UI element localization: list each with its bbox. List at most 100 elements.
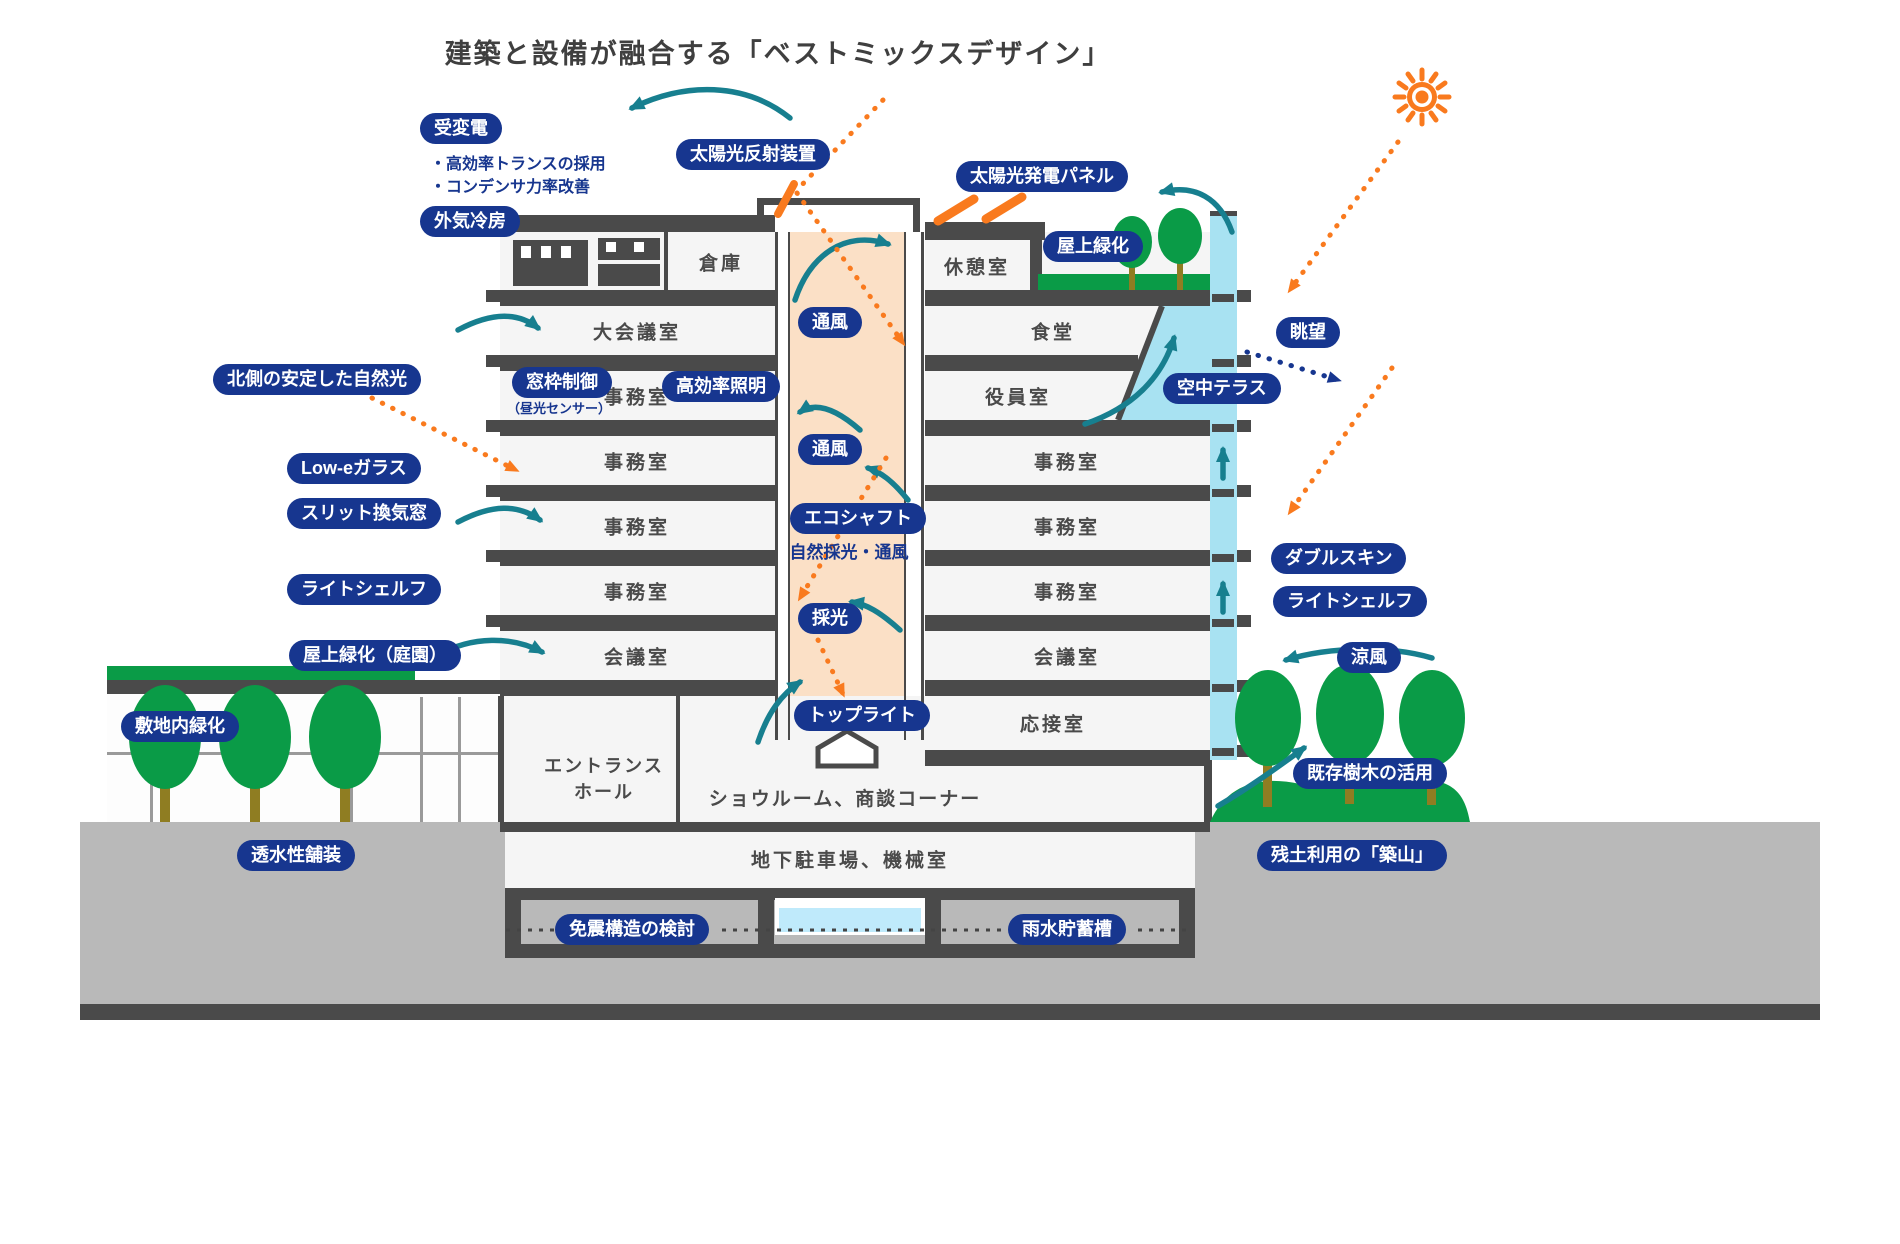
double-skin-cap: [1210, 211, 1237, 216]
floor-slab: [925, 222, 1045, 240]
label-solar-panel: 太陽光発電パネル: [956, 161, 1128, 192]
label-outside-air-cooling: 外気冷房: [420, 206, 520, 237]
label-rooftop-garden: 屋上緑化（庭園）: [289, 640, 461, 671]
sun-icon: [1392, 67, 1452, 127]
hvac-vent: [606, 242, 616, 252]
label-existing-trees: 既存樹木の活用: [1293, 758, 1447, 789]
label-double-skin: ダブルスキン: [1271, 543, 1407, 574]
floor-slab: [500, 615, 775, 631]
floor-slab: [925, 550, 1210, 566]
podium-wall: [498, 696, 504, 822]
room-cafeteria: 食堂: [1030, 322, 1076, 344]
room-office: 事務室: [1033, 452, 1101, 474]
note-natural-light-vent: 自然採光・通風: [789, 543, 909, 562]
basement-room: [505, 832, 1195, 888]
label-light-shelf-right: ライトシェルフ: [1273, 586, 1427, 617]
floor-slab: [925, 750, 1210, 766]
basement-column: [925, 900, 941, 946]
floor-slab: [500, 290, 775, 306]
label-sky-terrace: 空中テラス: [1163, 373, 1281, 404]
rainwater-tank-water: [779, 908, 921, 932]
penthouse-post: [913, 198, 920, 232]
label-site-greening: 敷地内緑化: [121, 711, 239, 742]
basement-column: [505, 900, 521, 946]
note-showroom: ショウルーム、商談コーナー: [708, 789, 982, 810]
label-ventilation-1: 通風: [798, 307, 862, 338]
floor-slab: [925, 420, 1210, 436]
entrance-wall: [676, 696, 680, 822]
label-rooftop-green: 屋上緑化: [1043, 231, 1143, 262]
shaft-wall: [775, 232, 778, 740]
facade-ticks-left: [486, 290, 500, 696]
note-entrance-1: エントランス: [544, 756, 664, 776]
label-permeable-pavement: 透水性舗装: [237, 840, 355, 871]
room-office: 事務室: [603, 517, 671, 539]
annex-column: [458, 697, 461, 822]
room-conference: 会議室: [1033, 647, 1101, 669]
label-efficient-lighting: 高効率照明: [662, 371, 780, 402]
label-mound: 残土利用の「築山」: [1257, 840, 1447, 871]
label-power-receiving: 受変電: [420, 113, 502, 144]
shaft-wall: [921, 232, 924, 740]
label-daylighting: 採光: [798, 603, 862, 634]
ground-base-line: [80, 1004, 1820, 1020]
storage-wall: [664, 232, 668, 290]
floor-slab: [500, 420, 775, 436]
label-window-control: 窓枠制御: [512, 367, 612, 398]
label-north-light: 北側の安定した自然光: [213, 364, 421, 395]
annex-column: [350, 697, 353, 822]
penthouse-post: [757, 198, 764, 232]
room-large-conference: 大会議室: [592, 322, 682, 344]
floor-slab: [925, 485, 1210, 501]
room-basement: 地下駐車場、機械室: [750, 850, 950, 872]
hvac-unit: [598, 264, 660, 286]
annex-floor-line: [107, 752, 500, 755]
label-seismic-isolation: 免震構造の検討: [555, 914, 709, 945]
label-ventilation-2: 通風: [798, 434, 862, 465]
label-toplight: トップライト: [794, 700, 930, 731]
label-solar-reflector: 太陽光反射装置: [676, 139, 830, 170]
room-office: 事務室: [1033, 517, 1101, 539]
left-annex-roof-slab: [107, 680, 500, 694]
note-transformer: ・高効率トランスの採用: [430, 156, 606, 173]
room-office: 事務室: [1033, 582, 1101, 604]
shaft-wall: [904, 232, 906, 740]
note-condenser: ・コンデンサ力率改善: [430, 179, 591, 196]
hvac-vent: [521, 246, 531, 258]
hvac-vent: [634, 242, 644, 252]
basement-top-slab: [500, 820, 1210, 832]
label-view: 眺望: [1276, 317, 1340, 348]
floor-slab: [500, 680, 775, 696]
room-office: 事務室: [603, 582, 671, 604]
label-slit-window: スリット換気窓: [287, 498, 441, 529]
page-title: 建築と設備が融合する「ベストミックスデザイン」: [444, 39, 1112, 70]
note-entrance-2: ホール: [574, 782, 634, 802]
podium-wall: [1204, 760, 1212, 822]
label-low-e-glass: Low-eガラス: [287, 453, 421, 484]
label-light-shelf-left: ライトシェルフ: [287, 574, 441, 605]
annex-column: [250, 697, 253, 822]
room-conference: 会議室: [603, 647, 671, 669]
room-office: 事務室: [603, 387, 671, 409]
basement-column: [758, 900, 774, 946]
label-cool-breeze: 涼風: [1337, 642, 1401, 673]
basement-column: [1179, 900, 1195, 946]
floor-slab: [925, 355, 1138, 371]
double-skin: [1210, 215, 1237, 760]
roof-divider: [1030, 222, 1042, 290]
floor-slab: [500, 550, 775, 566]
hvac-vent: [541, 246, 551, 258]
roof-garden-green: [1038, 274, 1210, 290]
floor-slab: [925, 615, 1210, 631]
room-executive: 役員室: [984, 387, 1052, 409]
room-warehouse: 倉庫: [698, 253, 744, 275]
label-rainwater-tank: 雨水貯蓄槽: [1008, 914, 1126, 945]
room-break: 休憩室: [943, 257, 1011, 279]
label-eco-shaft: エコシャフト: [790, 503, 926, 534]
basement-bottom-slab: [505, 944, 1195, 958]
room-office: 事務室: [603, 452, 671, 474]
floor-slab: [500, 485, 775, 501]
note-daylight-sensor: （昼光センサー）: [507, 401, 612, 416]
annex-column: [420, 697, 423, 822]
basement-mid-slab: [505, 888, 1195, 900]
